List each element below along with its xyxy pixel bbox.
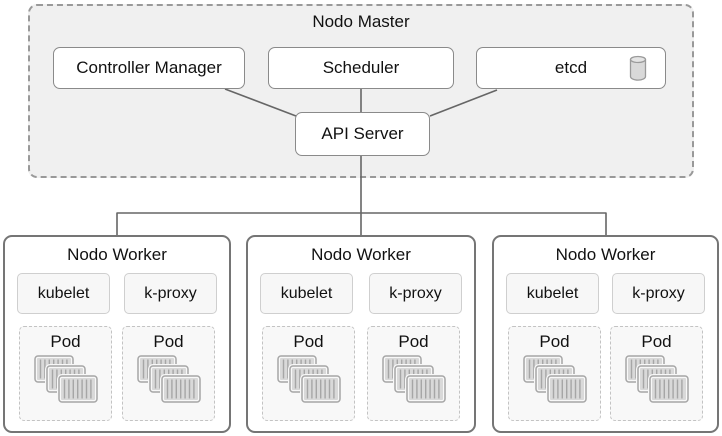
pod-label: Pod — [398, 332, 429, 351]
controller-manager-box: Controller Manager — [53, 47, 245, 89]
api-server-box: API Server — [295, 112, 430, 156]
database-cylinder-icon — [629, 55, 647, 81]
containers-icon — [136, 355, 201, 403]
pod-label: Pod — [50, 332, 81, 351]
etcd-box: etcd — [476, 47, 666, 89]
kubelet-box: kubelet — [17, 273, 110, 314]
controller-manager-label: Controller Manager — [76, 58, 222, 77]
pod-label: Pod — [153, 332, 184, 351]
pod-row: Pod Pod — [248, 326, 474, 421]
worker-node-2: Nodo Worker kubelet k-proxy Pod Pod — [246, 235, 476, 433]
k-proxy-label: k-proxy — [389, 284, 442, 302]
pod-label: Pod — [539, 332, 570, 351]
worker-title: Nodo Worker — [311, 245, 411, 264]
kubelet-label: kubelet — [280, 284, 333, 302]
containers-icon — [381, 355, 446, 403]
pod-row: Pod Pod — [494, 326, 717, 421]
scheduler-label: Scheduler — [322, 58, 400, 77]
pod-box: Pod — [19, 326, 112, 421]
kubelet-box: kubelet — [260, 273, 353, 314]
kubelet-label: kubelet — [37, 284, 90, 302]
kubelet-label: kubelet — [526, 284, 579, 302]
kubelet-box: kubelet — [506, 273, 599, 314]
containers-icon — [276, 355, 341, 403]
pod-box: Pod — [508, 326, 601, 421]
pod-box: Pod — [367, 326, 460, 421]
worker-title: Nodo Worker — [67, 245, 167, 264]
api-server-label: API Server — [321, 124, 404, 143]
worker-title: Nodo Worker — [555, 245, 656, 264]
etcd-label: etcd — [554, 58, 588, 77]
pod-box: Pod — [122, 326, 215, 421]
pod-box: Pod — [610, 326, 703, 421]
scheduler-box: Scheduler — [268, 47, 454, 89]
service-row: kubelet k-proxy — [5, 273, 229, 314]
edge-api-workers-1-3 — [116, 212, 607, 236]
k-proxy-label: k-proxy — [632, 284, 685, 302]
containers-icon — [522, 355, 587, 403]
master-node-title: Nodo Master — [312, 12, 410, 31]
containers-icon — [624, 355, 689, 403]
worker-node-1: Nodo Worker kubelet k-proxy Pod Pod — [3, 235, 231, 433]
worker-node-3: Nodo Worker kubelet k-proxy Pod Pod — [492, 235, 719, 433]
k-proxy-box: k-proxy — [612, 273, 705, 314]
k-proxy-box: k-proxy — [124, 273, 217, 314]
k-proxy-label: k-proxy — [144, 284, 197, 302]
service-row: kubelet k-proxy — [248, 273, 474, 314]
pod-label: Pod — [641, 332, 672, 351]
pod-row: Pod Pod — [5, 326, 229, 421]
pod-box: Pod — [262, 326, 355, 421]
service-row: kubelet k-proxy — [494, 273, 717, 314]
containers-icon — [33, 355, 98, 403]
pod-label: Pod — [293, 332, 324, 351]
k-proxy-box: k-proxy — [369, 273, 462, 314]
